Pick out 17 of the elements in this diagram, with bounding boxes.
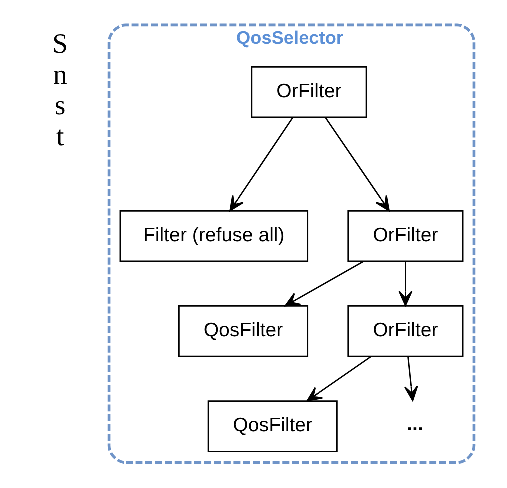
- label: S: [52, 29, 68, 60]
- node-box: OrFilter: [347, 306, 464, 358]
- label: s: [54, 90, 66, 122]
- arrow: [404, 356, 418, 402]
- node-box: QosFilter: [178, 306, 308, 358]
- label: t: [56, 121, 64, 152]
- node-box: QosFilter: [207, 400, 338, 452]
- arrow: [284, 261, 364, 307]
- label: n: [52, 60, 67, 91]
- node-box: OrFilter: [347, 210, 464, 262]
- node-text: ...: [406, 413, 423, 436]
- arrow: [229, 117, 294, 212]
- arrow: [398, 262, 412, 306]
- node-box: OrFilter: [250, 66, 367, 118]
- node-box: Filter (refuse all): [119, 210, 308, 262]
- arrow: [324, 117, 390, 212]
- arrow: [306, 356, 371, 402]
